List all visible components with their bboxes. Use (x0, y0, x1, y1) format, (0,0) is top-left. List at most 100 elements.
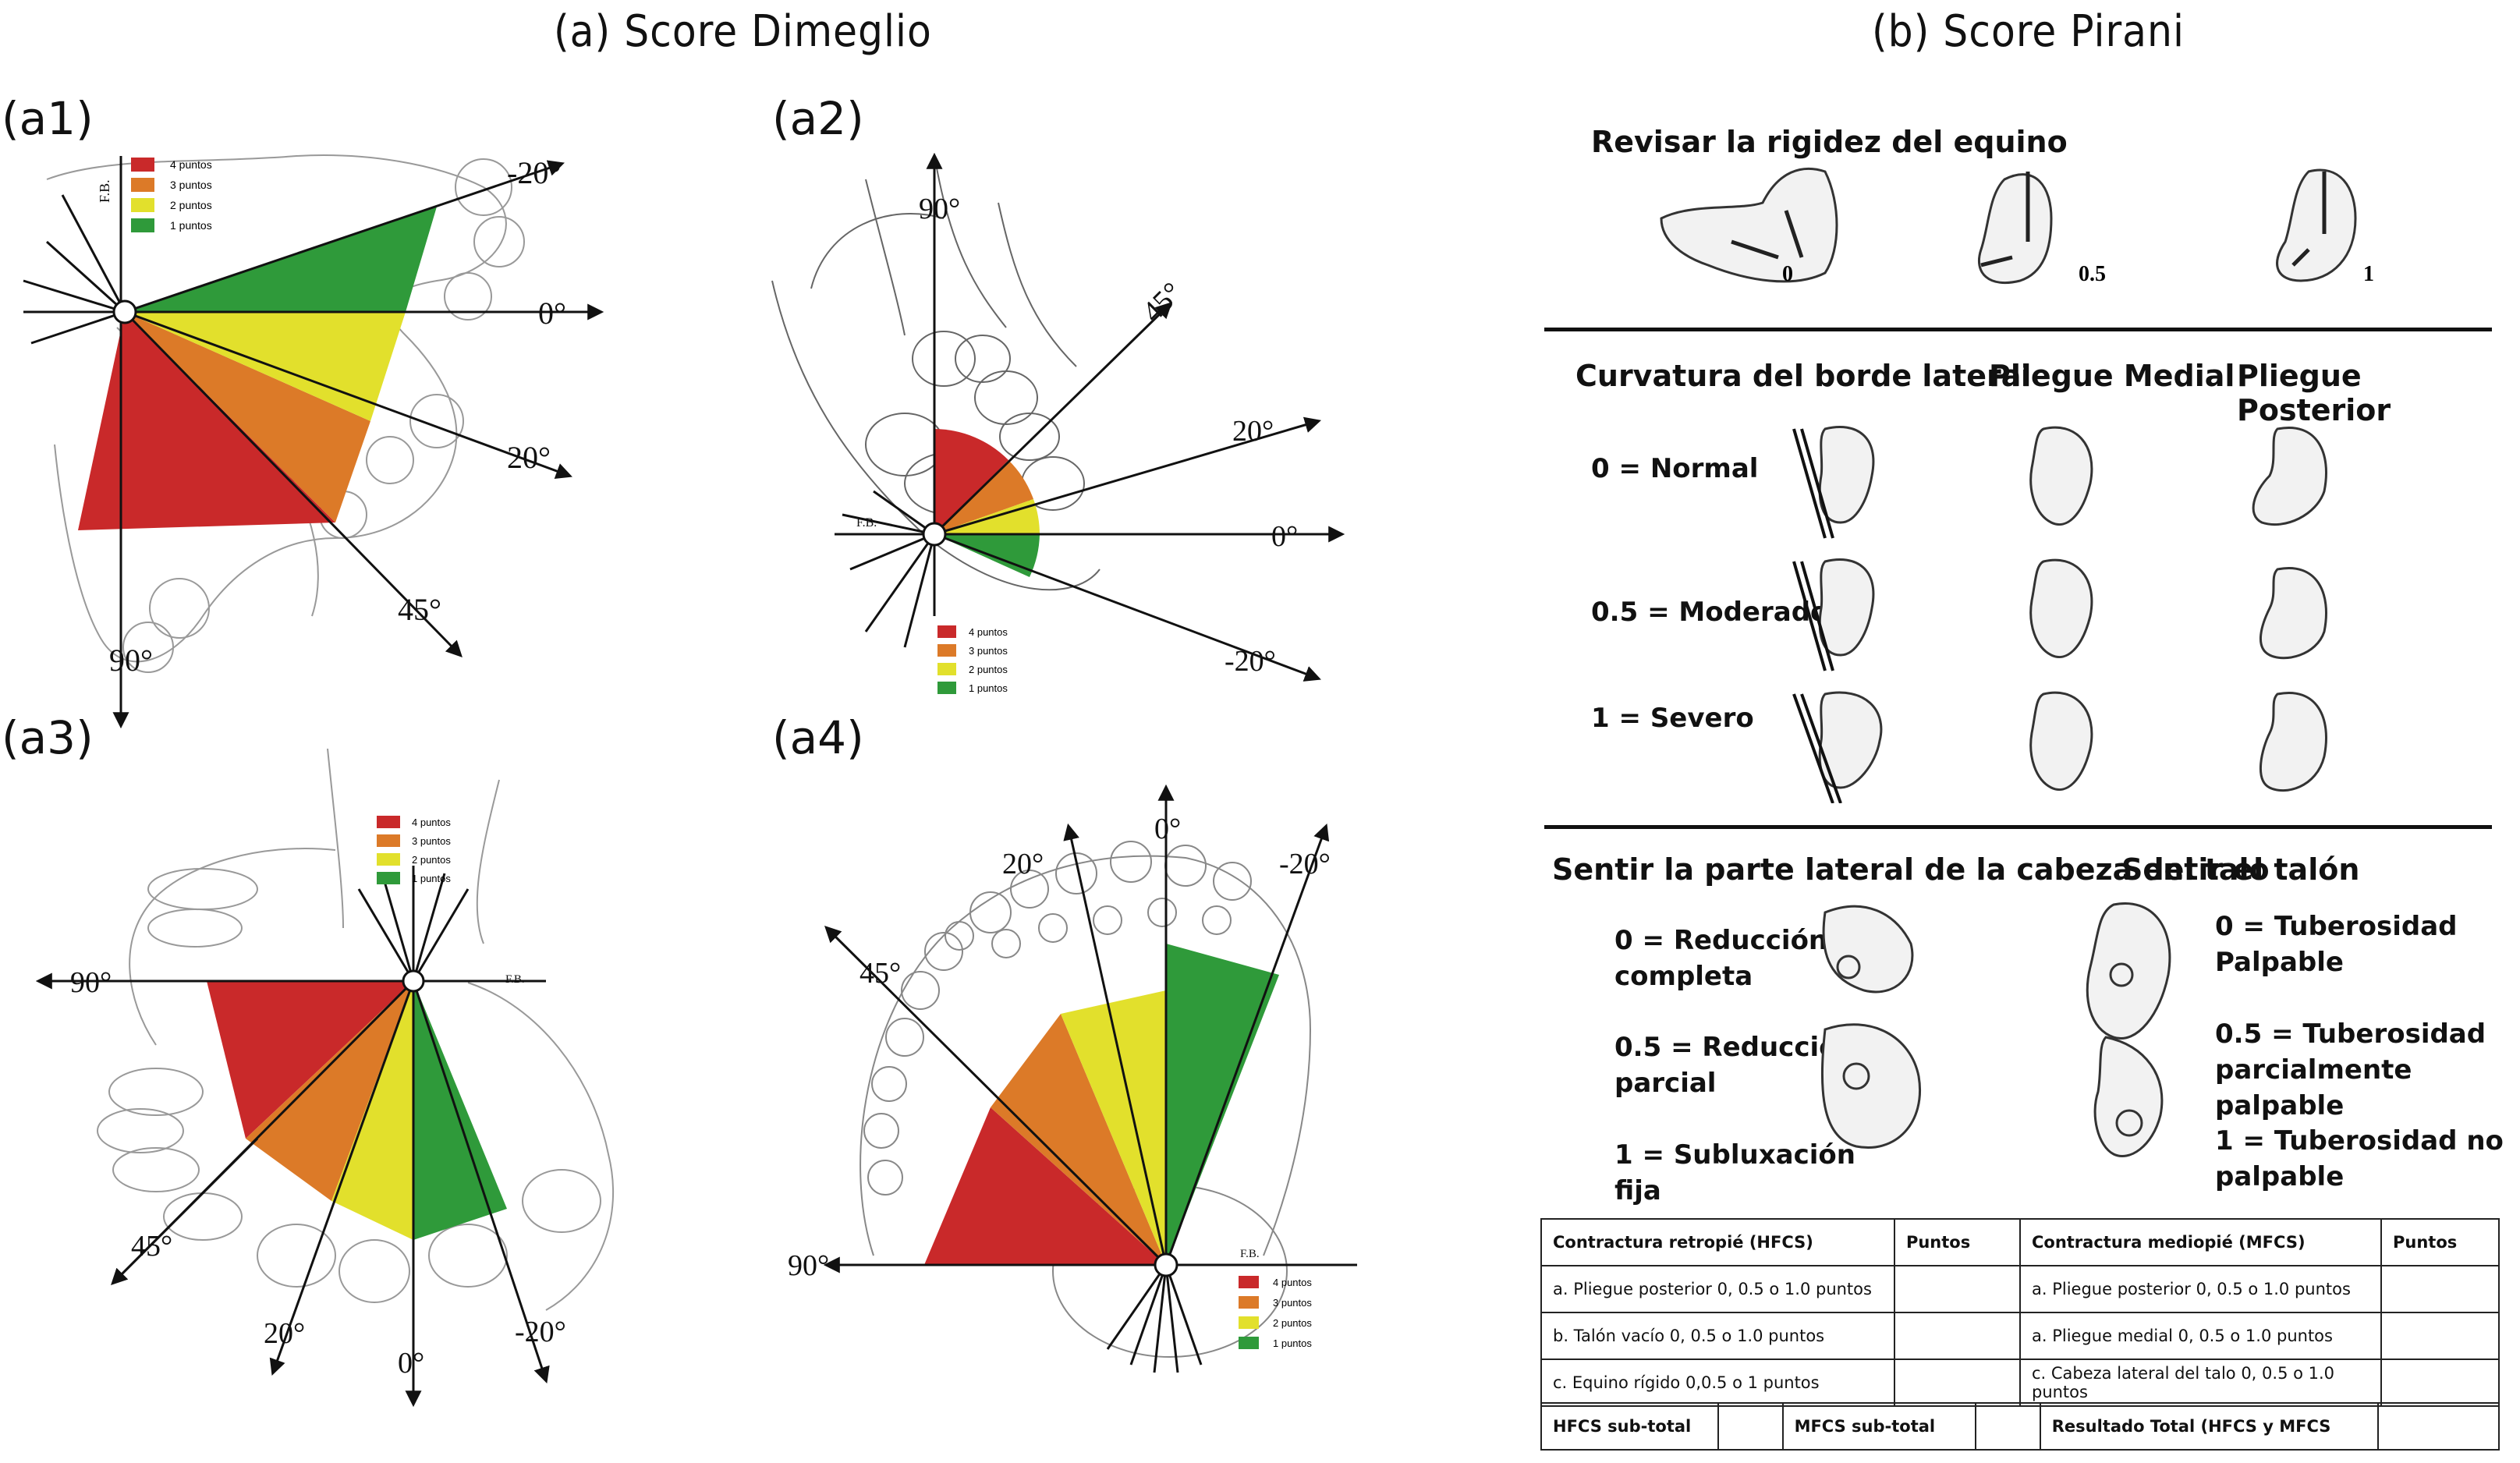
hfcs-subtotal-value[interactable] (1717, 1402, 1784, 1451)
row-moderado: 0.5 = Moderado (1591, 597, 1829, 628)
th-puntos-1: Puntos (1893, 1218, 2021, 1266)
cell-r2b-pts[interactable] (2380, 1312, 2500, 1360)
a2-fb-label: F.B. (856, 516, 877, 530)
a1-zero-label: 0° (538, 296, 566, 331)
a3-neg20-label: -20° (515, 1316, 566, 1348)
col-header-lateral: Curvatura del borde lateral (1575, 359, 2032, 393)
a3-pos45-label: 45° (131, 1230, 172, 1263)
a4-pos45-label: 45° (859, 957, 901, 990)
a3-pos20-label: 20° (264, 1317, 305, 1350)
equino-sketches: 0 0.5 1 (1660, 167, 2374, 286)
svg-text:4 puntos: 4 puntos (412, 817, 451, 828)
cell-r2-pts[interactable] (1893, 1312, 2021, 1360)
svg-text:2 puntos: 2 puntos (170, 199, 212, 211)
a4-neg20-label: -20° (1279, 848, 1331, 880)
foot-sketch-a3 (97, 749, 615, 1311)
a1-neg20-label: -20° (507, 155, 561, 190)
cell-r1a: a. Pliegue posterior 0, 0.5 o 1.0 puntos (1540, 1265, 1895, 1313)
sole-sketches (1792, 426, 2327, 803)
cell-r2b: a. Pliegue medial 0, 0.5 o 1.0 puntos (2018, 1312, 2383, 1360)
svg-text:4 puntos: 4 puntos (170, 158, 212, 171)
legend-a2: 4 puntos 3 puntos 2 puntos 1 puntos (937, 625, 1008, 694)
row-normal: 0 = Normal (1591, 453, 1759, 484)
a3-zero-label: 0° (398, 1347, 424, 1380)
pirani-title: (b) Score Pirani (1872, 6, 2185, 57)
divider-1 (1544, 328, 2492, 331)
panel-a1-diagram: -20° 0° 20° 45° 90° F.B. 4 puntos 3 punt… (23, 154, 604, 729)
svg-text:1 puntos: 1 puntos (412, 873, 451, 884)
a3-pos90-label: 90° (70, 966, 112, 999)
th-hfcs: Contractura retropié (HFCS) (1540, 1218, 1895, 1266)
cell-r3b-pts[interactable] (2380, 1358, 2500, 1407)
a4-pos90-label: 90° (788, 1249, 829, 1282)
cell-r1b: a. Pliegue posterior 0, 0.5 o 1.0 puntos (2018, 1265, 2383, 1313)
talon-title: Sentir el talón (2121, 852, 2360, 887)
panel-a2-diagram: 90° 45° 20° 0° -20° F.B. 4 puntos 3 punt… (771, 152, 1345, 694)
svg-text:2 puntos: 2 puntos (1273, 1317, 1312, 1329)
a1-pos45-label: 45° (398, 592, 441, 627)
a2-neg20-label: -20° (1225, 645, 1276, 678)
col-header-medial: Pliegue Medial (1989, 359, 2235, 393)
panel-label-a1: (a1) (2, 92, 94, 145)
talo-title: Sentir la parte lateral de la cabeza del… (1552, 852, 2270, 887)
a4-fb-label: F.B. (1240, 1248, 1260, 1260)
legend-a3: 4 puntos 3 puntos 2 puntos 1 puntos (377, 816, 451, 884)
pirani-score-table: Contractura retropié (HFCS) Puntos Contr… (1540, 1218, 2500, 1407)
panel-label-a4: (a4) (772, 711, 864, 764)
panel-label-a3: (a3) (2, 711, 94, 764)
legend-a1: 4 puntos 3 puntos 2 puntos 1 puntos (131, 158, 212, 232)
svg-text:3 puntos: 3 puntos (412, 835, 451, 847)
a2-pos20-label: 20° (1232, 415, 1274, 448)
cell-r3b: c. Cabeza lateral del talo 0, 0.5 o 1.0 … (2018, 1358, 2383, 1407)
svg-text:1 puntos: 1 puntos (1273, 1337, 1312, 1349)
sector-2-puntos (125, 312, 406, 421)
row-severo: 1 = Severo (1591, 703, 1754, 734)
equino-score-0: 0 (1782, 262, 1793, 286)
equino-title: Revisar la rigidez del equino (1591, 125, 2068, 159)
equino-score-05: 0.5 (2079, 262, 2106, 286)
col-header-posterior: Pliegue Posterior (2237, 359, 2391, 427)
svg-text:1 puntos: 1 puntos (969, 682, 1008, 694)
a1-pos20-label: 20° (507, 440, 551, 475)
hfcs-subtotal-label: HFCS sub-total (1540, 1402, 1720, 1451)
panel-a3-diagram: 90° 45° 20° 0° -20° F.B. 4 puntos 3 punt… (35, 749, 615, 1408)
a4-zero-label: 0° (1154, 813, 1181, 845)
mfcs-subtotal-value[interactable] (1975, 1402, 2041, 1451)
sector-3-puntos (125, 312, 370, 522)
panel-a4-diagram: 90° 45° 20° 0° -20° F.B. 4 puntos 3 punt… (788, 784, 1357, 1373)
legend-a4: 4 puntos 3 puntos 2 puntos 1 puntos (1239, 1276, 1312, 1349)
svg-text:1 puntos: 1 puntos (170, 219, 212, 232)
cell-r2a: b. Talón vacío 0, 0.5 o 1.0 puntos (1540, 1312, 1895, 1360)
panel-label-a2: (a2) (772, 92, 864, 145)
equino-score-1: 1 (2363, 262, 2374, 286)
total-label: Resultado Total (HFCS y MFCS (2039, 1402, 2380, 1451)
pirani-totals-table: HFCS sub-total MFCS sub-total Resultado … (1540, 1402, 2500, 1451)
svg-text:3 puntos: 3 puntos (170, 179, 212, 191)
svg-text:4 puntos: 4 puntos (1273, 1277, 1312, 1288)
cell-r1b-pts[interactable] (2380, 1265, 2500, 1313)
th-mfcs: Contractura mediopié (MFCS) (2018, 1218, 2383, 1266)
cell-r3a: c. Equino rígido 0,0.5 o 1 puntos (1540, 1358, 1895, 1407)
cell-r3-pts[interactable] (1893, 1358, 2021, 1407)
mfcs-subtotal-label: MFCS sub-total (1781, 1402, 1977, 1451)
svg-text:3 puntos: 3 puntos (969, 645, 1008, 657)
th-puntos-2: Puntos (2380, 1218, 2500, 1266)
foot-sketch-a2 (771, 163, 1101, 591)
a2-pos45-label: 45° (1136, 276, 1189, 328)
a2-pos90-label: 90° (919, 193, 960, 225)
sector-4-puntos (78, 312, 335, 530)
total-value[interactable] (2377, 1402, 2500, 1451)
svg-text:2 puntos: 2 puntos (412, 854, 451, 866)
a3-fb-label: F.B. (505, 973, 525, 986)
foot-sketch-a1 (46, 154, 525, 673)
a1-fb-label: F.B. (97, 179, 112, 203)
a4-pos20-label: 20° (1002, 848, 1044, 880)
svg-text:4 puntos: 4 puntos (969, 626, 1008, 638)
cell-r1-pts[interactable] (1893, 1265, 2021, 1313)
a2-zero-label: 0° (1271, 520, 1298, 553)
palpation-sketches (1820, 902, 2171, 1157)
